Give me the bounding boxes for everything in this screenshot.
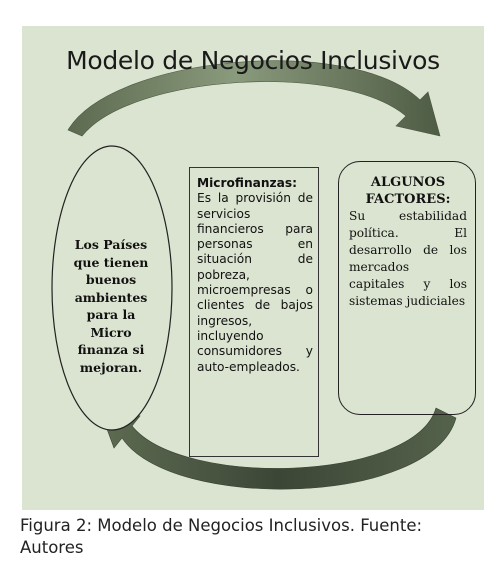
factores-heading-line: FACTORES: xyxy=(365,192,451,207)
factores-body: Su estabilidad política. El desarrollo d… xyxy=(349,209,467,308)
arrows-layer xyxy=(51,60,457,490)
diagram-title: Modelo de Negocios Inclusivos xyxy=(66,46,440,75)
factores-heading-line: ALGUNOS xyxy=(370,175,446,190)
left-line: ambientes xyxy=(74,289,148,305)
left-ellipse-text: Los Países que tienen buenos ambientes p… xyxy=(58,236,164,376)
caption-line: Figura 2: Modelo de Negocios Inclusivos.… xyxy=(20,516,423,535)
caption-line: Autores xyxy=(20,538,84,557)
microfinanzas-body: Es la provisión de servicios financieros… xyxy=(197,191,313,374)
left-line: Los Países xyxy=(74,237,148,252)
left-line: que tienen xyxy=(73,254,149,270)
left-ellipse xyxy=(51,145,173,431)
left-line: buenos xyxy=(85,272,137,287)
left-line: finanza si xyxy=(77,342,145,357)
microfinanzas-box: Microfinanzas: Es la provisión de servic… xyxy=(189,167,319,457)
figure-caption: Figura 2: Modelo de Negocios Inclusivos.… xyxy=(20,515,490,559)
microfinanzas-heading: Microfinanzas: xyxy=(197,176,297,190)
diagram-figure: Modelo de Negocios Inclusivos Los Países… xyxy=(22,26,484,510)
factores-box: ALGUNOS FACTORES: Su estabilidad polític… xyxy=(338,161,476,415)
factores-heading: ALGUNOS FACTORES: xyxy=(349,174,467,208)
left-line: para la xyxy=(86,307,136,322)
left-line: Micro xyxy=(90,324,132,340)
left-line: mejoran. xyxy=(79,359,143,375)
top-cycle-arrow xyxy=(67,60,441,137)
